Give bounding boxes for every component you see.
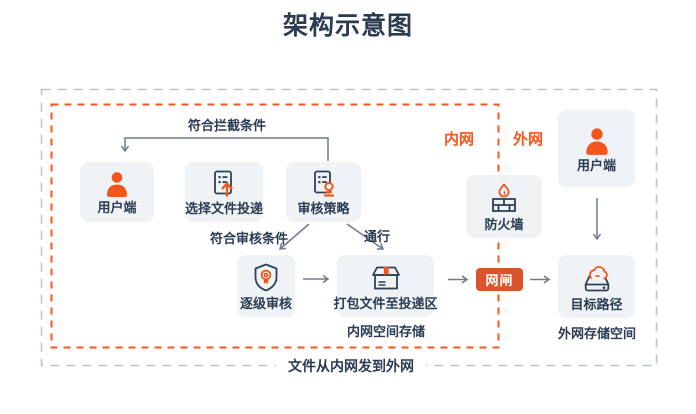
internal-zone-label: 内网: [444, 131, 475, 148]
review-condition-label: 符合审核条件: [210, 231, 289, 246]
node-gate: 网闸: [476, 268, 523, 291]
node-step-review: 逐级审核: [237, 255, 295, 317]
node-label: 审核策略: [297, 201, 350, 216]
internal-storage-label: 内网空间存储: [346, 324, 426, 339]
node-package-delivery: 打包文件至投递区: [334, 255, 438, 317]
node-target-path: 目标路径: [558, 255, 635, 318]
node-label: 用户端: [576, 157, 616, 173]
node-label: 防火墙: [484, 216, 524, 232]
drive-cloud-icon: [584, 265, 609, 291]
intercept-condition-label: 符合拦截条件: [188, 118, 267, 133]
gate-label: 网闸: [485, 273, 514, 288]
node-select-file: 选择文件投递: [185, 162, 263, 222]
node-client-external: 用户端: [558, 110, 635, 187]
page-title: 架构示意图: [282, 12, 413, 40]
node-label: 选择文件投递: [185, 201, 264, 216]
file-upload-icon: [214, 170, 233, 197]
flow-caption: 文件从内网发到外网: [276, 359, 426, 373]
node-label: 目标路径: [570, 296, 623, 312]
user-icon: [107, 172, 127, 197]
shield-medal-icon: [254, 263, 278, 292]
external-storage-label: 外网存储空间: [557, 326, 637, 341]
external-zone-label: 外网: [513, 131, 544, 148]
firewall-icon: [492, 182, 516, 212]
node-label: 逐级审核: [239, 296, 292, 311]
pass-label: 通行: [364, 229, 391, 244]
node-review-policy: 审核策略: [286, 162, 361, 222]
node-label: 用户端: [97, 200, 137, 215]
package-icon: [371, 266, 400, 290]
node-client-internal: 用户端: [80, 162, 154, 222]
policy-stamp-icon: [313, 170, 334, 197]
node-firewall: 防火墙: [466, 175, 542, 238]
arrow-intercept: [120, 137, 329, 161]
node-label: 打包文件至投递区: [333, 296, 438, 311]
user-icon: [585, 127, 608, 155]
